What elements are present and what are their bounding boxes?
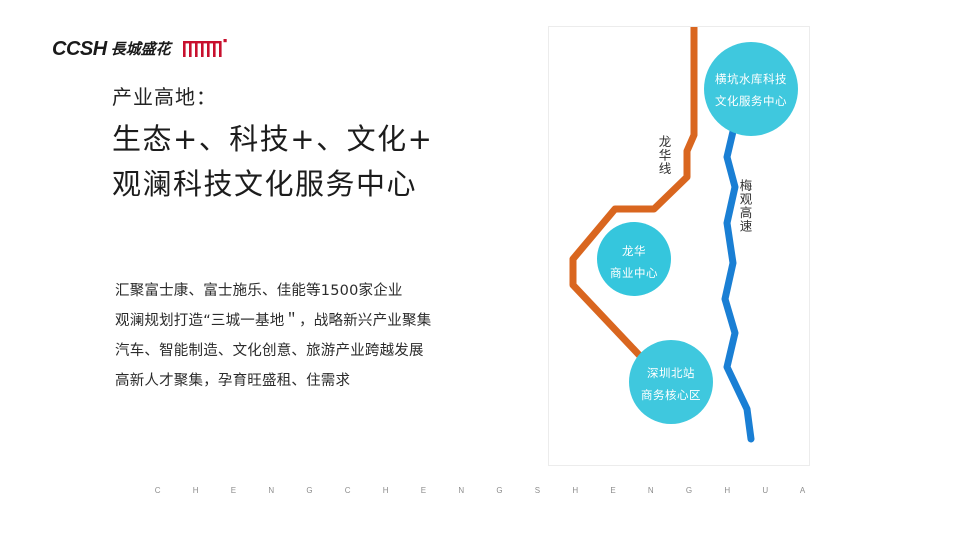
body-line: 高新人才聚集，孕育旺盛租、住需求 bbox=[115, 373, 351, 389]
map-node-label-line-2: 商务核心区 bbox=[641, 388, 701, 402]
map-node-beizhan[interactable]: 深圳北站 商务核心区 bbox=[629, 340, 713, 424]
headline-line-1: 生态+、科技+、文化+ bbox=[112, 122, 434, 156]
map-node-label-line-1: 深圳北站 bbox=[647, 366, 695, 380]
footer-wordmark: C H E N G C H E N G S H E N G H U A bbox=[154, 486, 821, 495]
map-node-henkeng[interactable]: 横坑水库科技 文化服务中心 bbox=[704, 42, 798, 136]
headline-line-2: 观澜科技文化服务中心 bbox=[112, 166, 418, 201]
location-map-svg: 横坑水库科技 文化服务中心 龙华 商业中心 深圳北站 商务核心区 龙华线 梅观高… bbox=[569, 27, 798, 443]
location-map-panel: 横坑水库科技 文化服务中心 龙华 商业中心 深圳北站 商务核心区 龙华线 梅观高… bbox=[548, 26, 810, 466]
route-path-longhua-line bbox=[569, 27, 698, 361]
brand-acronym: CCSH bbox=[52, 38, 107, 60]
headline-eyebrow: 产业高地： bbox=[112, 85, 217, 109]
route-label-meiguan-expressway: 梅观高速 bbox=[738, 178, 753, 233]
brand-logo: CCSH 長城盛花 bbox=[52, 36, 229, 62]
map-node-circle bbox=[597, 222, 671, 296]
body-copy-block: 汇聚富士康、富士施乐、佳能等1500家企业 观澜规划打造“三城一基地＂，战略新兴… bbox=[115, 276, 585, 396]
body-line: 汽车、智能制造、文化创意、旅游产业跨越发展 bbox=[115, 343, 424, 359]
body-line: 汇聚富士康、富士施乐、佳能等1500家企业 bbox=[115, 283, 403, 299]
map-node-label-line-1: 横坑水库科技 bbox=[715, 72, 787, 86]
map-node-label-line-1: 龙华 bbox=[622, 244, 646, 258]
map-node-circle bbox=[704, 42, 798, 136]
brand-name-chinese: 長城盛花 bbox=[110, 39, 171, 58]
map-node-label-line-2: 商业中心 bbox=[610, 266, 658, 280]
map-node-longhua[interactable]: 龙华 商业中心 bbox=[597, 222, 671, 296]
body-line: 观澜规划打造“三城一基地＂，战略新兴产业聚集 bbox=[115, 313, 432, 329]
map-node-label-line-2: 文化服务中心 bbox=[715, 94, 787, 108]
red-comb-mark-icon bbox=[182, 39, 229, 59]
headline-block: 产业高地： 生态+、科技+、文化+ 观澜科技文化服务中心 bbox=[112, 84, 552, 207]
route-label-longhua-line: 龙华线 bbox=[657, 135, 672, 176]
map-node-circle bbox=[629, 340, 713, 424]
